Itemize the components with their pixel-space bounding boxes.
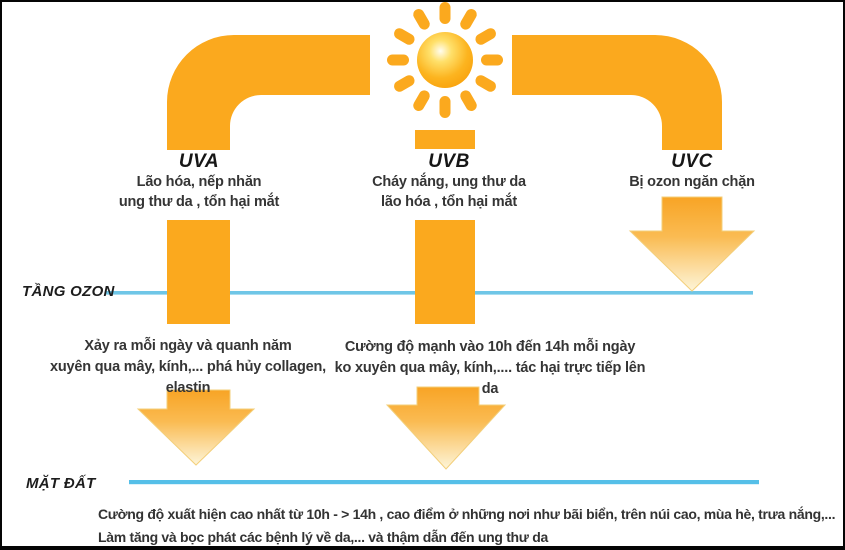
uva-arrow-icon [136, 389, 256, 466]
uvb-below-ozone-line: Cường độ mạnh vào 10h đến 14h mỗi ngày [344, 339, 636, 355]
uvc-column: UVC Bị ozon ngăn chặn [572, 150, 812, 193]
ozone-layer-label: TẦNG OZON [22, 283, 115, 300]
ground-label: MẶT ĐẤT [26, 475, 96, 492]
uvb-below-ozone-text: Cường độ mạnh vào 10h đến 14h mỗi ngày k… [330, 337, 650, 400]
footer-text: Cường độ xuất hiện cao nhất từ 10h - > 1… [98, 503, 836, 546]
uvb-label: UVB [428, 151, 470, 172]
uva-below-ozone-line: xuyên qua mây, kính,... phá hủy collagen… [50, 359, 326, 396]
uvc-effect-line: Bị ozon ngăn chặn [629, 174, 755, 190]
ground-line [129, 480, 759, 485]
sun-icon [387, 2, 503, 118]
uvb-arrow-icon [385, 386, 507, 470]
uva-effect-line: Lão hóa, nếp nhăn [136, 174, 262, 190]
footer-line: Cường độ xuất hiện cao nhất từ 10h - > 1… [98, 506, 836, 522]
uvc-arrow-icon [628, 196, 756, 292]
uvc-pipe [512, 35, 722, 150]
uvb-effect-line: lão hóa , tổn hại mắt [381, 193, 517, 210]
uva-label: UVA [178, 151, 220, 172]
uva-effect-line: ung thư da , tổn hại mắt [118, 193, 280, 210]
uvb-below-ozone-line: ko xuyên qua mây, kính,.... tác hại trực… [334, 360, 646, 397]
uva-column: UVA Lão hóa, nếp nhăn ung thư da , tổn h… [79, 150, 319, 212]
uva-below-ozone-line: Xảy ra mỗi ngày và quanh năm [84, 338, 292, 354]
uvb-column: UVB Cháy nắng, ung thư da lão hóa , tổn … [329, 150, 569, 212]
uva-below-ozone-text: Xảy ra mỗi ngày và quanh năm xuyên qua m… [28, 336, 348, 399]
uvb-effect-line: Cháy nắng, ung thư da [372, 174, 526, 190]
uvc-label: UVC [671, 151, 713, 172]
footer-line: Làm tăng và bọc phát các bệnh lý về da,.… [98, 529, 548, 545]
uvb-pipe [415, 130, 475, 324]
uva-pipe [167, 35, 370, 324]
